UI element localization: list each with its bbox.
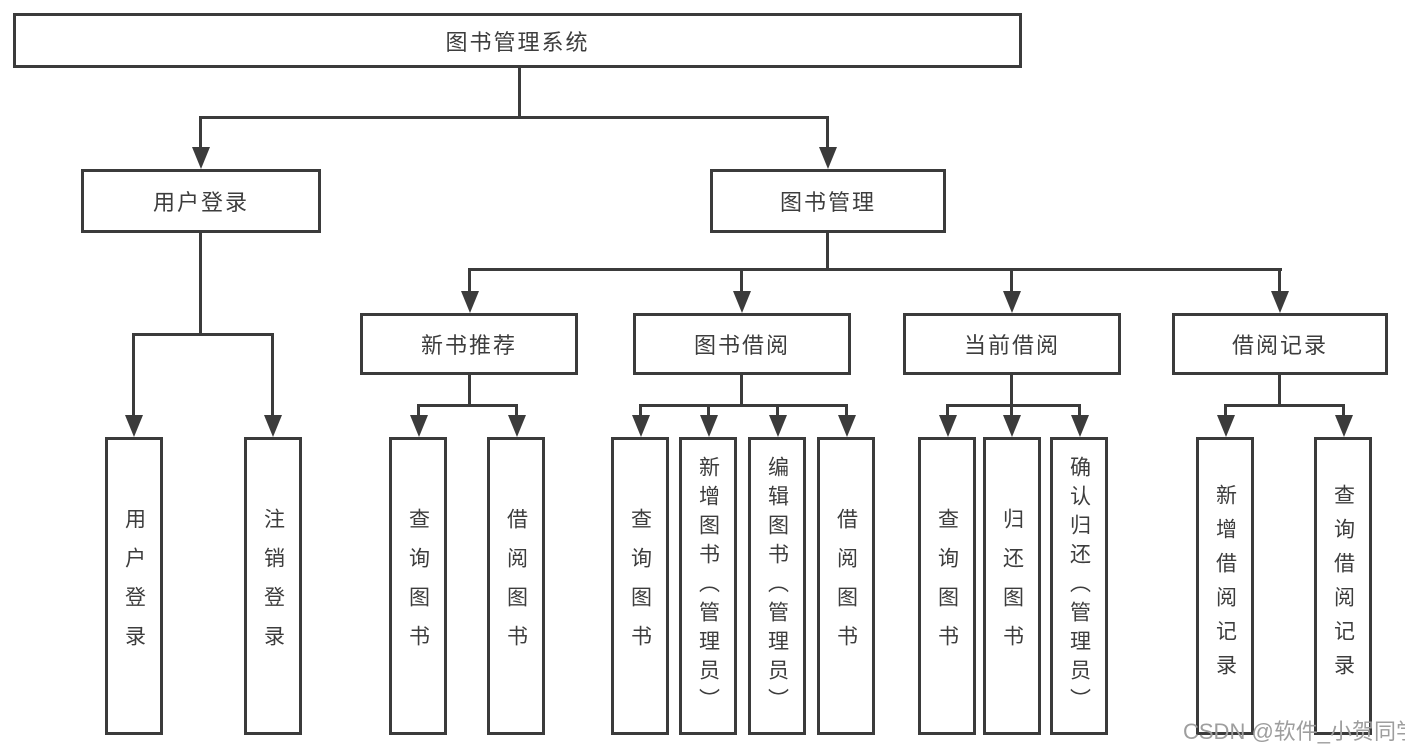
node-leaf-logout: 注销登录 bbox=[244, 437, 302, 735]
connector-line bbox=[1278, 268, 1281, 296]
node-leaf-user-login: 用户登录 bbox=[105, 437, 163, 735]
connector-line bbox=[199, 233, 202, 336]
arrow-down-icon bbox=[1271, 291, 1289, 313]
arrow-down-icon bbox=[1003, 291, 1021, 313]
node-user-login: 用户登录 bbox=[81, 169, 321, 233]
connector-line bbox=[845, 404, 848, 422]
node-leaf-borrow-books-1: 借阅图书 bbox=[487, 437, 545, 735]
arrow-down-icon bbox=[819, 147, 837, 169]
node-root: 图书管理系统 bbox=[13, 13, 1022, 68]
connector-line bbox=[199, 116, 829, 119]
connector-line bbox=[1224, 404, 1227, 422]
arrow-down-icon bbox=[192, 147, 210, 169]
node-leaf-return-books: 归还图书 bbox=[983, 437, 1041, 735]
connector-line bbox=[515, 404, 518, 422]
node-book-borrow: 图书借阅 bbox=[633, 313, 851, 375]
connector-line bbox=[1010, 375, 1013, 407]
connector-line bbox=[271, 333, 274, 423]
connector-line bbox=[826, 233, 829, 271]
connector-line bbox=[132, 333, 135, 423]
connector-line bbox=[1278, 375, 1281, 407]
arrow-down-icon bbox=[1217, 415, 1235, 437]
arrow-down-icon bbox=[1003, 415, 1021, 437]
node-borrow-records: 借阅记录 bbox=[1172, 313, 1388, 375]
connector-line bbox=[468, 268, 1282, 271]
arrow-down-icon bbox=[838, 415, 856, 437]
connector-line bbox=[468, 375, 471, 407]
arrow-down-icon bbox=[769, 415, 787, 437]
arrow-down-icon bbox=[700, 415, 718, 437]
node-book-management: 图书管理 bbox=[710, 169, 946, 233]
arrow-down-icon bbox=[508, 415, 526, 437]
arrow-down-icon bbox=[733, 291, 751, 313]
connector-line bbox=[740, 268, 743, 296]
node-leaf-edit-books-admin: 编辑图书（管理员） bbox=[748, 437, 806, 735]
arrow-down-icon bbox=[1071, 415, 1089, 437]
connector-line bbox=[740, 375, 743, 407]
node-new-book-recommend: 新书推荐 bbox=[360, 313, 578, 375]
connector-line bbox=[639, 404, 848, 407]
node-leaf-add-books-admin: 新增图书（管理员） bbox=[679, 437, 737, 735]
node-leaf-query-borrow-record: 查询借阅记录 bbox=[1314, 437, 1372, 735]
watermark: CSDN @软件_小贺同学 bbox=[1183, 719, 1405, 744]
connector-line bbox=[468, 268, 471, 296]
node-leaf-borrow-books-2: 借阅图书 bbox=[817, 437, 875, 735]
connector-line bbox=[199, 116, 202, 156]
connector-line bbox=[639, 404, 642, 422]
connector-line bbox=[1078, 404, 1081, 422]
connector-line bbox=[776, 404, 779, 422]
arrow-down-icon bbox=[125, 415, 143, 437]
connector-line bbox=[132, 333, 273, 336]
node-leaf-query-books-3: 查询图书 bbox=[918, 437, 976, 735]
connector-line bbox=[707, 404, 710, 422]
arrow-down-icon bbox=[632, 415, 650, 437]
connector-line bbox=[1010, 268, 1013, 296]
connector-line bbox=[1010, 404, 1013, 422]
node-leaf-confirm-return-admin: 确认归还（管理员） bbox=[1050, 437, 1108, 735]
connector-line bbox=[417, 404, 518, 407]
node-leaf-add-borrow-record: 新增借阅记录 bbox=[1196, 437, 1254, 735]
connector-line bbox=[417, 404, 420, 422]
connector-line bbox=[946, 404, 1081, 407]
connector-line bbox=[518, 68, 521, 118]
node-leaf-query-books-1: 查询图书 bbox=[389, 437, 447, 735]
node-leaf-query-books-2: 查询图书 bbox=[611, 437, 669, 735]
arrow-down-icon bbox=[461, 291, 479, 313]
arrow-down-icon bbox=[264, 415, 282, 437]
arrow-down-icon bbox=[1335, 415, 1353, 437]
arrow-down-icon bbox=[410, 415, 428, 437]
connector-line bbox=[946, 404, 949, 422]
connector-line bbox=[826, 116, 829, 156]
connector-line bbox=[1224, 404, 1345, 407]
connector-line bbox=[1342, 404, 1345, 422]
arrow-down-icon bbox=[939, 415, 957, 437]
node-current-borrow: 当前借阅 bbox=[903, 313, 1121, 375]
